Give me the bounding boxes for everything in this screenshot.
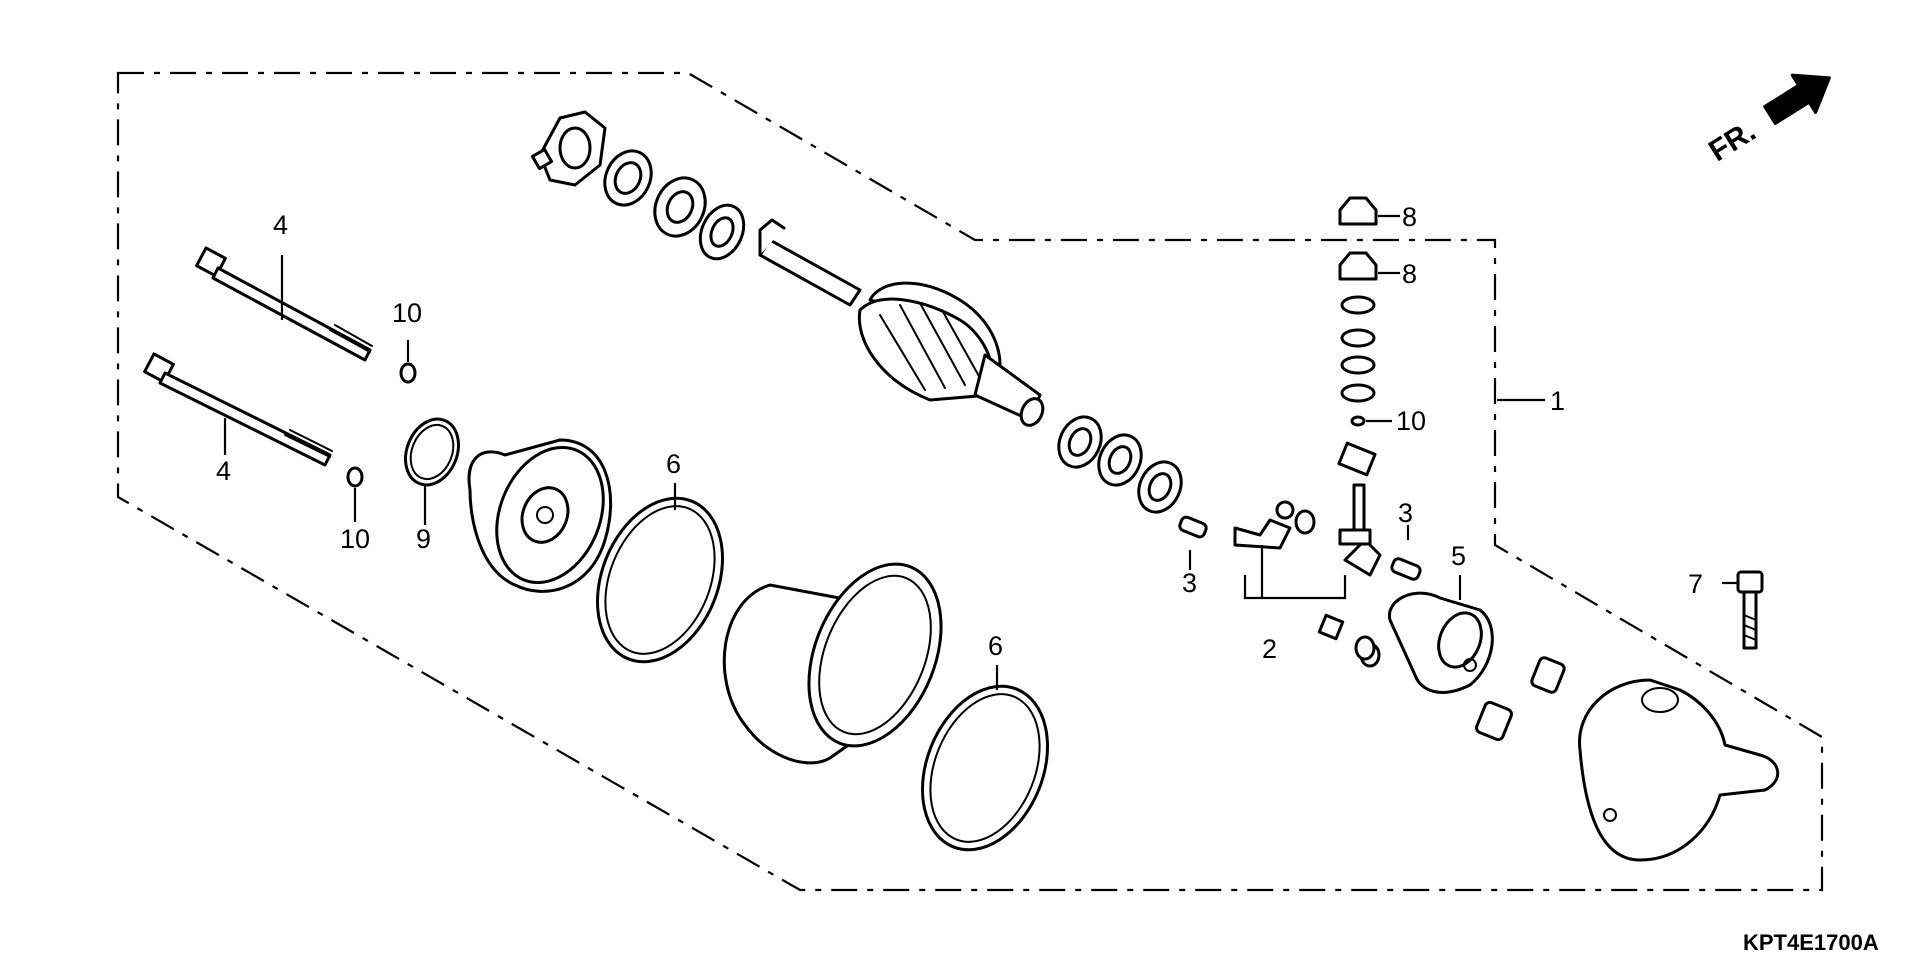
callout-8-lower: 8 bbox=[1402, 259, 1417, 289]
motor-yoke bbox=[722, 562, 943, 765]
shim-washer-set-upper bbox=[603, 149, 746, 261]
brush-spring-left bbox=[1178, 515, 1208, 539]
callout-5: 5 bbox=[1451, 541, 1466, 571]
front-direction-arrow: FR. bbox=[1703, 73, 1831, 169]
terminal-washer-stack bbox=[1340, 295, 1376, 427]
callout-3-right: 3 bbox=[1398, 498, 1413, 528]
callout-leaders bbox=[223, 214, 1738, 690]
terminal-sealing-washer bbox=[1354, 635, 1376, 661]
front-label: FR. bbox=[1703, 115, 1761, 169]
callout-3-left: 3 bbox=[1182, 568, 1197, 598]
callout-10-right: 10 bbox=[1396, 406, 1426, 436]
long-bolt-upper bbox=[195, 246, 373, 362]
callout-8-upper: 8 bbox=[1402, 202, 1417, 232]
yoke-gasket-lower bbox=[921, 684, 1049, 852]
front-cover bbox=[467, 438, 613, 593]
brush-holder-clip-2 bbox=[1530, 656, 1566, 694]
callout-10-lower: 10 bbox=[340, 524, 370, 554]
long-bolt-lower bbox=[143, 352, 333, 467]
brush-holder bbox=[1388, 591, 1494, 694]
sealing-washer-upper bbox=[399, 362, 417, 384]
terminal-nut-upper bbox=[1338, 196, 1378, 226]
shim-washer-set-lower bbox=[1057, 415, 1183, 514]
brush-spring-right bbox=[1390, 557, 1422, 581]
retainer-plate bbox=[530, 110, 607, 187]
drawing-code: KPT4E1700A bbox=[1743, 930, 1879, 955]
callout-7: 7 bbox=[1688, 569, 1703, 599]
o-ring bbox=[404, 417, 460, 487]
callout-4-lower: 4 bbox=[216, 456, 231, 486]
assembly-boundary bbox=[116, 71, 1824, 892]
brush-holder-clip-1 bbox=[1475, 700, 1513, 742]
callout-4-upper: 4 bbox=[273, 210, 288, 240]
sealing-washer-lower bbox=[346, 466, 364, 488]
terminal-bolt bbox=[1337, 441, 1377, 546]
callout-2: 2 bbox=[1262, 634, 1277, 664]
callout-1: 1 bbox=[1550, 386, 1565, 416]
brush-set bbox=[1233, 500, 1382, 668]
callout-9: 9 bbox=[416, 524, 431, 554]
yoke-gasket-upper bbox=[596, 496, 724, 664]
callout-10-upper: 10 bbox=[392, 298, 422, 328]
callout-6-lower: 6 bbox=[988, 631, 1003, 661]
armature bbox=[758, 218, 1045, 427]
mounting-bolt bbox=[1736, 570, 1764, 650]
terminal-nut-lower bbox=[1338, 251, 1378, 281]
callout-6-upper: 6 bbox=[666, 449, 681, 479]
rear-cover bbox=[1578, 678, 1779, 862]
